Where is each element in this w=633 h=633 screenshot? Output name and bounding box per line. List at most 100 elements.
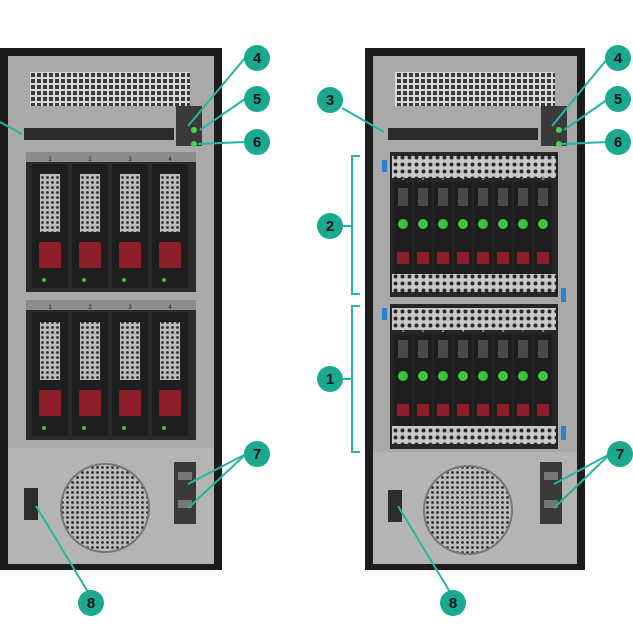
drive-led-icon	[162, 426, 166, 430]
drive-release-lever	[119, 390, 141, 416]
sff-drive-bay: 3	[434, 328, 452, 426]
callout-line-7a	[187, 453, 247, 485]
release-tab	[382, 160, 387, 172]
release-tab	[382, 308, 387, 320]
callout-line-4	[187, 57, 246, 127]
drive-status-icon	[478, 219, 488, 229]
drive-release-lever	[517, 404, 529, 416]
drive-latch	[418, 188, 428, 206]
drive-latch	[458, 340, 468, 358]
drive-latch	[518, 340, 528, 358]
sff-cage-lower-bottom-grille	[392, 426, 556, 444]
sff-drive-bay: 7	[514, 328, 532, 426]
callout-5b-label: 5	[614, 91, 622, 108]
callout-6b-label: 6	[614, 134, 622, 151]
power-led-icon	[191, 127, 197, 133]
lff-drive-bay: 2	[72, 305, 108, 436]
callout-lines	[0, 57, 611, 593]
bay-number: 6	[502, 176, 505, 182]
drive-status-icon	[538, 219, 548, 229]
sff-drive-bay: 2	[414, 328, 432, 426]
drive-led-icon	[162, 278, 166, 282]
drive-status-icon	[458, 219, 468, 229]
bay-number: 2	[422, 176, 425, 182]
rear-connector-slot	[178, 500, 192, 508]
drive-release-lever	[397, 404, 409, 416]
drive-release-lever	[457, 404, 469, 416]
drive-led-icon	[122, 426, 126, 430]
drive-latch	[538, 188, 548, 206]
sff-drive-bay: 6	[494, 328, 512, 426]
callout-4: 4	[244, 45, 270, 71]
sff-cage-upper-grille	[392, 156, 556, 178]
bay-number: 7	[522, 328, 525, 334]
bay-number: 2	[422, 328, 425, 334]
rear-connector-slot	[178, 472, 192, 480]
health-led-icon	[191, 141, 197, 147]
drive-status-icon	[518, 219, 528, 229]
drive-grille	[160, 174, 180, 232]
sff-drive-bay: 6	[494, 176, 512, 274]
drive-release-lever	[417, 252, 429, 264]
callout-5-label: 5	[253, 91, 261, 108]
top-vent	[395, 72, 555, 106]
drive-release-lever	[537, 252, 549, 264]
drive-latch	[418, 340, 428, 358]
lff-drive-bay: 1	[32, 305, 68, 436]
callout-line-7b	[187, 453, 247, 509]
bay-number: 1	[48, 305, 52, 311]
drive-status-icon	[418, 219, 428, 229]
callout-1: 1	[317, 366, 343, 392]
drive-status-icon	[538, 371, 548, 381]
drive-led-icon	[42, 278, 46, 282]
bay-number: 4	[462, 176, 465, 182]
bay-number: 3	[128, 305, 132, 311]
callout-line-8b	[397, 505, 451, 593]
bay-number: 8	[542, 328, 545, 334]
drive-release-lever	[39, 390, 61, 416]
rear-connector-slot	[544, 500, 558, 508]
sff-drive-bay: 1	[394, 328, 412, 426]
usb-port	[388, 490, 402, 522]
drive-grille	[80, 174, 100, 232]
sff-drive-bay: 4	[454, 328, 472, 426]
lff-drive-bay: 2	[72, 157, 108, 288]
sff-drive-bay: 1	[394, 176, 412, 274]
drive-grille	[160, 322, 180, 380]
sff-cage-upper-bottom-grille	[392, 274, 556, 292]
callout-7b: 7	[607, 441, 633, 467]
rear-connector	[174, 462, 196, 524]
callout-8: 8	[78, 590, 104, 616]
rear-connector	[540, 462, 562, 524]
drive-status-icon	[478, 371, 488, 381]
callout-line-7d	[553, 453, 611, 509]
drive-release-lever	[497, 404, 509, 416]
drive-release-lever	[417, 404, 429, 416]
sff-drive-bay: 4	[454, 176, 472, 274]
bay-number: 6	[502, 328, 505, 334]
drive-latch	[518, 188, 528, 206]
optical-drive	[24, 128, 174, 140]
callout-2-label: 2	[326, 218, 334, 235]
drive-status-icon	[458, 371, 468, 381]
callout-5: 5	[244, 86, 270, 112]
callout-6: 6	[244, 129, 270, 155]
callout-line-6	[197, 141, 246, 145]
power-led-icon	[556, 127, 562, 133]
sff-drive-bay: 5	[474, 328, 492, 426]
callout-bubbles: 4 5 6 7 8 4 5 6 3 2 1 7 8	[78, 45, 633, 616]
lff-drive-bay: 1	[32, 157, 68, 288]
bay-number: 1	[402, 328, 405, 334]
bay-number: 3	[128, 157, 132, 163]
callout-1-label: 1	[326, 371, 334, 388]
sff-drive-bay: 5	[474, 176, 492, 274]
bay-number: 5	[482, 328, 485, 334]
fan-grille-icon	[423, 465, 513, 555]
bay-number: 2	[88, 305, 92, 311]
drive-latch	[478, 188, 488, 206]
lff-drive-bay: 3	[112, 305, 148, 436]
